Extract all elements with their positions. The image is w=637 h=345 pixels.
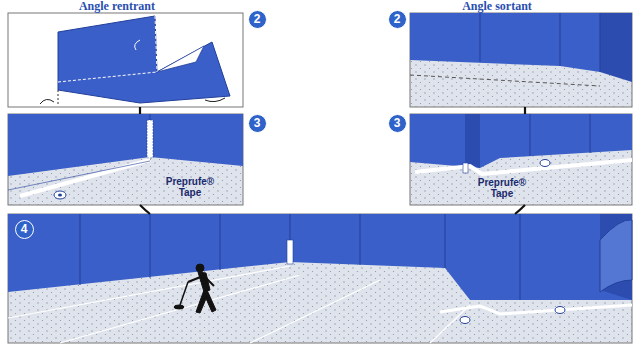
illustration-polygon <box>410 114 632 168</box>
illustration-line <box>250 280 380 343</box>
illustration-ellipse <box>58 194 62 197</box>
illustration-line <box>524 107 526 114</box>
product-label: Preprufe® Tape <box>473 177 531 199</box>
illustration-rect <box>410 114 632 205</box>
illustration-g <box>140 107 525 214</box>
illustration-g <box>8 266 632 343</box>
illustration-rect <box>8 214 632 343</box>
section-heading: Angle sortant <box>462 0 532 12</box>
illustration-line <box>8 266 290 318</box>
section-heading: Angle rentrant <box>79 0 155 12</box>
callout-number-text: 2 <box>394 13 401 25</box>
illustration-ellipse <box>460 317 470 324</box>
illustration-rect <box>463 163 468 173</box>
illustration-polygon <box>8 214 632 300</box>
illustration-polygon <box>157 46 204 72</box>
illustration-line <box>8 161 150 190</box>
illustration-rect <box>8 114 243 205</box>
callout-number-text: 2 <box>254 13 261 25</box>
callout-number: 3 <box>388 114 407 133</box>
illustration-path <box>415 160 632 174</box>
illustration-line <box>600 13 601 72</box>
illustration-line <box>60 275 300 343</box>
illustration-path <box>135 40 140 50</box>
callout-number-text: 4 <box>21 223 28 235</box>
illustration-line <box>220 214 221 270</box>
illustration-line <box>58 72 157 82</box>
illustration-rect <box>287 240 293 264</box>
illustration-line <box>360 214 361 265</box>
illustration-line <box>80 214 81 285</box>
illustration-path <box>515 205 525 214</box>
illustration-g <box>80 214 520 300</box>
callout-number: 4 <box>15 220 34 239</box>
illustration-rect <box>8 13 243 107</box>
illustration-polygon <box>465 114 480 168</box>
illustration-circle <box>196 264 204 272</box>
illustration-line <box>155 16 157 72</box>
illustration-path <box>205 98 225 102</box>
illustration-polygon <box>600 214 632 300</box>
illustration-line <box>480 13 481 62</box>
illustration-line <box>58 90 59 104</box>
illustration-ellipse <box>54 191 66 199</box>
illustration-line <box>410 75 600 86</box>
illustration-path <box>440 305 632 314</box>
illustration-rect <box>410 13 632 107</box>
illustration-line <box>520 214 521 300</box>
callout-number-text: 3 <box>254 117 261 129</box>
illustration-line <box>445 214 446 268</box>
callout-number: 2 <box>248 10 267 29</box>
callout-number-text: 3 <box>394 117 401 129</box>
illustration-line <box>560 13 561 66</box>
illustration-line <box>139 107 141 114</box>
illustration-line <box>205 277 214 286</box>
illustration-ellipse <box>555 307 565 314</box>
illustration-ellipse <box>540 160 550 167</box>
illustration-path <box>198 272 210 292</box>
illustration-line <box>20 160 150 196</box>
illustration-line <box>150 214 151 278</box>
illustration-path <box>140 205 150 214</box>
callout-number: 3 <box>248 114 267 133</box>
illustration-g <box>174 264 216 313</box>
illustration-ellipse <box>174 305 184 309</box>
illustration-polygon <box>410 13 632 72</box>
illustration-polygon <box>600 13 632 82</box>
illustration-path <box>40 99 54 104</box>
illustration-line <box>188 276 203 282</box>
illustration-line <box>180 282 188 305</box>
illustration-polygon <box>58 16 230 103</box>
illustration-line <box>590 114 591 153</box>
callout-number: 2 <box>388 10 407 29</box>
product-label: Preprufe® Tape <box>161 176 219 198</box>
illustration-line <box>530 114 531 156</box>
illustration-path <box>204 290 216 312</box>
illustration-path <box>600 220 632 292</box>
illustration-rect <box>147 120 153 158</box>
